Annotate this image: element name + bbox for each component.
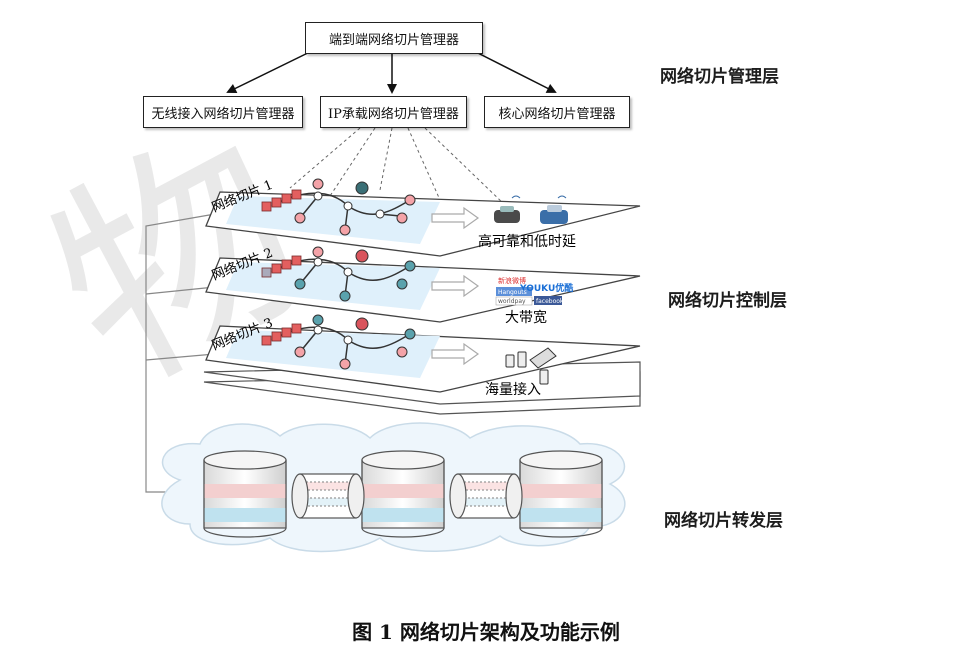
figure-caption: 图 1 网络切片架构及功能示例 [352, 620, 620, 644]
end-to-end-manager-box: 端到端网络切片管理器 [305, 22, 483, 54]
slice-3-service: 海量接入 [485, 381, 541, 398]
slice-3-plane [205, 325, 641, 393]
pipe-2 [449, 473, 523, 519]
slice-2-plane [205, 257, 641, 323]
hangouts-logo: Hangouts [498, 289, 527, 296]
service-arrows [431, 206, 480, 366]
cylinder-2 [361, 450, 445, 538]
facebook-logo: facebook [536, 298, 564, 305]
pipe-1 [291, 473, 365, 519]
cylinder-3 [519, 450, 603, 538]
app-logos: 新浪微博 YOUKU优酷 Hangouts worldpay facebook [495, 276, 573, 306]
ran-manager-box: 无线接入网络切片管理器 [143, 96, 303, 128]
control-layer-label: 网络切片控制层 [668, 291, 787, 311]
slice-2-nodes [294, 246, 416, 302]
slice-3-nodes [294, 314, 416, 370]
management-layer-label: 网络切片管理层 [660, 67, 779, 87]
radio-units [261, 189, 302, 346]
ip-manager-dashed-links [289, 127, 506, 206]
end-to-end-manager-label: 端到端网络切片管理器 [328, 32, 459, 48]
slice-1-nodes [294, 178, 416, 236]
core-manager-label: 核心网络切片管理器 [498, 106, 616, 122]
youku-logo: YOUKU优酷 [519, 282, 573, 294]
ran-manager-label: 无线接入网络切片管理器 [151, 106, 295, 122]
iot-device-icons [505, 347, 557, 385]
car-icon [494, 195, 568, 224]
ip-manager-box: IP承载网络切片管理器 [320, 96, 467, 128]
cylinder-1 [203, 450, 287, 538]
worldpay-logo: worldpay [498, 298, 526, 305]
ip-manager-label: IP承载网络切片管理器 [328, 106, 459, 122]
manager-arrows [226, 39, 557, 94]
slice-2-service: 大带宽 [505, 309, 547, 326]
slice-1-plane [205, 191, 641, 257]
core-manager-box: 核心网络切片管理器 [484, 96, 630, 128]
slice-1-service: 高可靠和低时延 [478, 233, 576, 250]
forwarding-layer-label: 网络切片转发层 [664, 511, 783, 531]
forwarding-cylinders [203, 450, 603, 538]
weibo-logo: 新浪微博 [498, 276, 526, 285]
